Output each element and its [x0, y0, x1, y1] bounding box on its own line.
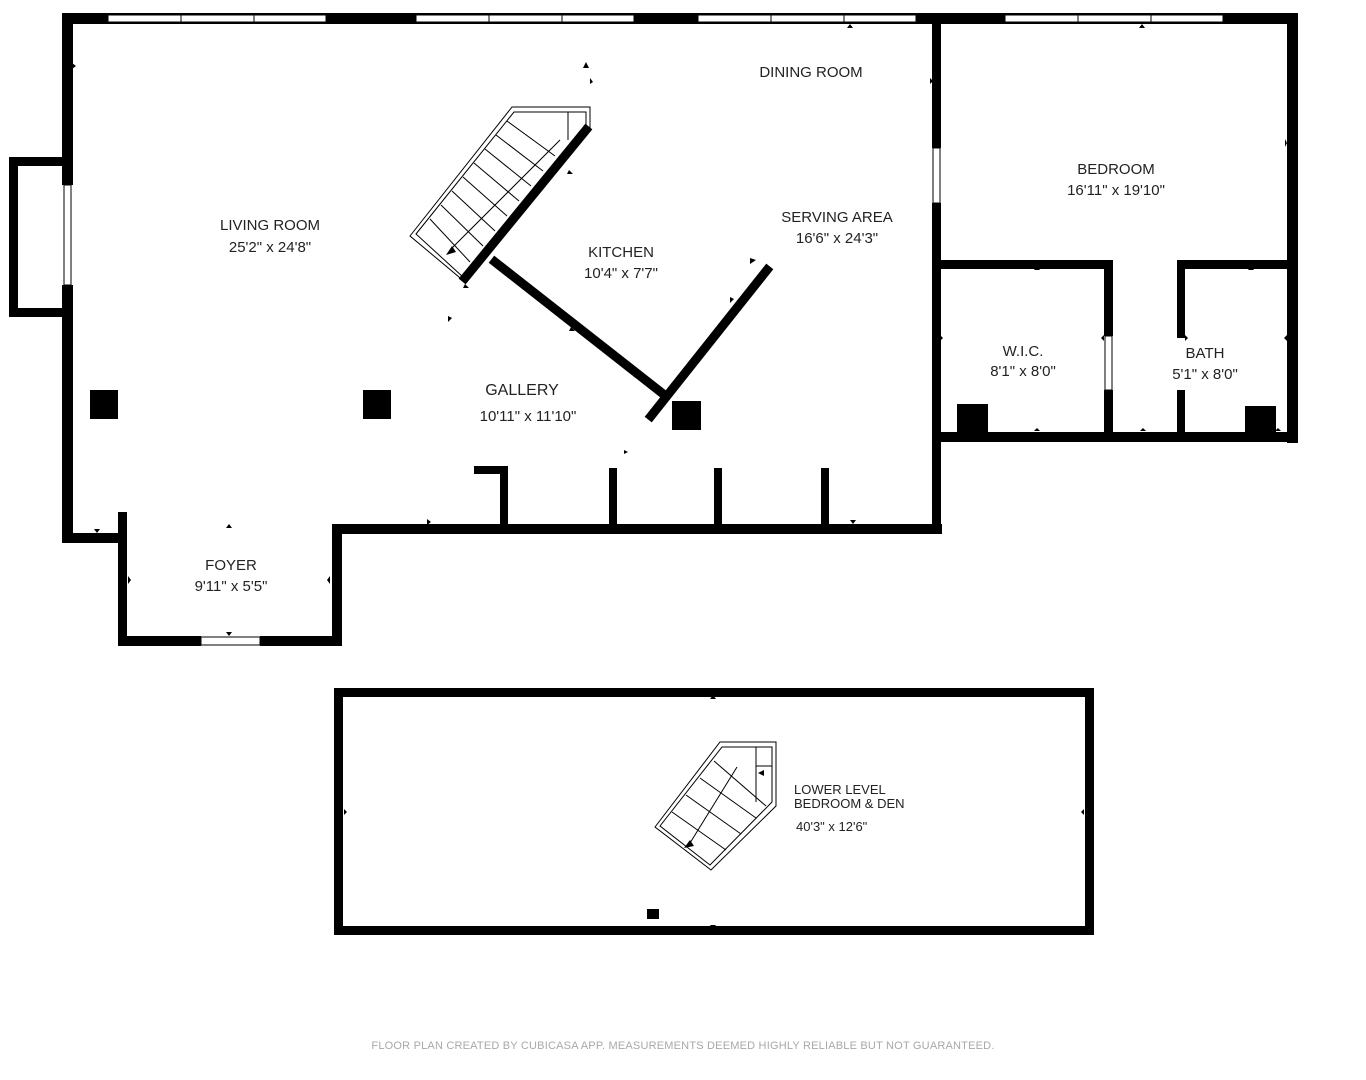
bedroom-dims: 16'11" x 19'10" — [1067, 182, 1165, 199]
bay-top — [9, 157, 69, 166]
stair-arrow — [446, 246, 456, 255]
gallery-dims: 10'11" x 11'10" — [480, 408, 577, 425]
kitchen-wall-right — [644, 263, 774, 423]
bath-name: BATH — [1186, 345, 1225, 362]
kitchen-wall-stair — [458, 123, 593, 285]
column-1 — [90, 390, 118, 419]
kitchen-wall-left — [488, 255, 669, 400]
labels: DINING ROOM LIVING ROOM 25'2" x 24'8" KI… — [195, 64, 1238, 1052]
stub-a-top — [474, 466, 508, 474]
wic-name: W.I.C. — [1003, 343, 1044, 360]
lower-level-walls — [334, 688, 1094, 935]
foyer-bottom-left — [118, 636, 201, 646]
main-level-walls — [9, 13, 1298, 646]
bay-bottom — [9, 308, 69, 317]
foyer-right — [332, 524, 342, 646]
living-room-name: LIVING ROOM — [220, 217, 320, 234]
footer-disclaimer: FLOOR PLAN CREATED BY CUBICASA APP. MEAS… — [371, 1040, 994, 1052]
foyer-dims: 9'11" x 5'5" — [195, 578, 268, 595]
window-4 — [1004, 14, 1224, 23]
window-bay — [63, 184, 72, 286]
wall-center-upper — [932, 13, 941, 148]
column-bath — [1245, 406, 1276, 434]
markers — [72, 24, 1287, 636]
wic-top — [932, 260, 1112, 269]
bay-left — [9, 157, 18, 317]
column-2 — [363, 390, 391, 419]
stub-a — [500, 466, 508, 526]
wall-top — [62, 13, 1298, 24]
bath-dims: 5'1" x 8'0" — [1172, 366, 1238, 383]
window-1 — [107, 14, 327, 23]
stub-d — [821, 468, 829, 526]
stub-b — [609, 468, 617, 526]
lower-level-dims: 40'3" x 12'6" — [796, 819, 868, 834]
wall-left-bottom — [62, 533, 127, 543]
wing-bottom — [932, 432, 1298, 442]
lower-level-name-line1: LOWER LEVEL — [794, 782, 886, 797]
opening-bedroom — [932, 147, 941, 204]
wic-right-lower — [1104, 390, 1113, 440]
wall-bottom — [332, 524, 942, 534]
kitchen-dims: 10'4" x 7'7" — [584, 265, 658, 282]
column-wic — [957, 404, 988, 434]
gallery-name: GALLERY — [485, 382, 559, 399]
lower-level-name-line2: BEDROOM & DEN — [794, 796, 905, 811]
wall-left-lower — [62, 285, 73, 543]
bedroom-name: BEDROOM — [1077, 161, 1155, 178]
foyer-left — [118, 512, 127, 646]
bath-top — [1177, 260, 1295, 269]
wall-right — [1287, 13, 1298, 443]
lower-level — [334, 688, 1094, 935]
foyer-bottom-right — [260, 636, 342, 646]
main-staircase — [409, 106, 591, 283]
door-foyer — [200, 636, 261, 646]
serving-area-name: SERVING AREA — [781, 209, 892, 226]
wall-left-upper — [62, 13, 73, 185]
wic-right-upper — [1104, 260, 1113, 336]
wic-dims: 8'1" x 8'0" — [990, 363, 1056, 380]
foyer-name: FOYER — [205, 557, 257, 574]
serving-area-dims: 16'6" x 24'3" — [796, 230, 878, 247]
window-2 — [415, 14, 635, 23]
column-3 — [672, 401, 701, 430]
windows — [63, 14, 1224, 646]
bath-left-upper — [1177, 260, 1185, 338]
window-3 — [697, 14, 917, 23]
lower-staircase — [654, 741, 777, 871]
living-room-dims: 25'2" x 24'8" — [229, 239, 311, 256]
stub-c — [714, 468, 722, 526]
dining-room-name: DINING ROOM — [759, 64, 862, 81]
wall-center-lower — [932, 203, 941, 533]
bath-left-lower — [1177, 390, 1185, 440]
opening-wic — [1104, 335, 1113, 391]
kitchen-name: KITCHEN — [588, 244, 654, 261]
lower-column — [647, 909, 659, 919]
